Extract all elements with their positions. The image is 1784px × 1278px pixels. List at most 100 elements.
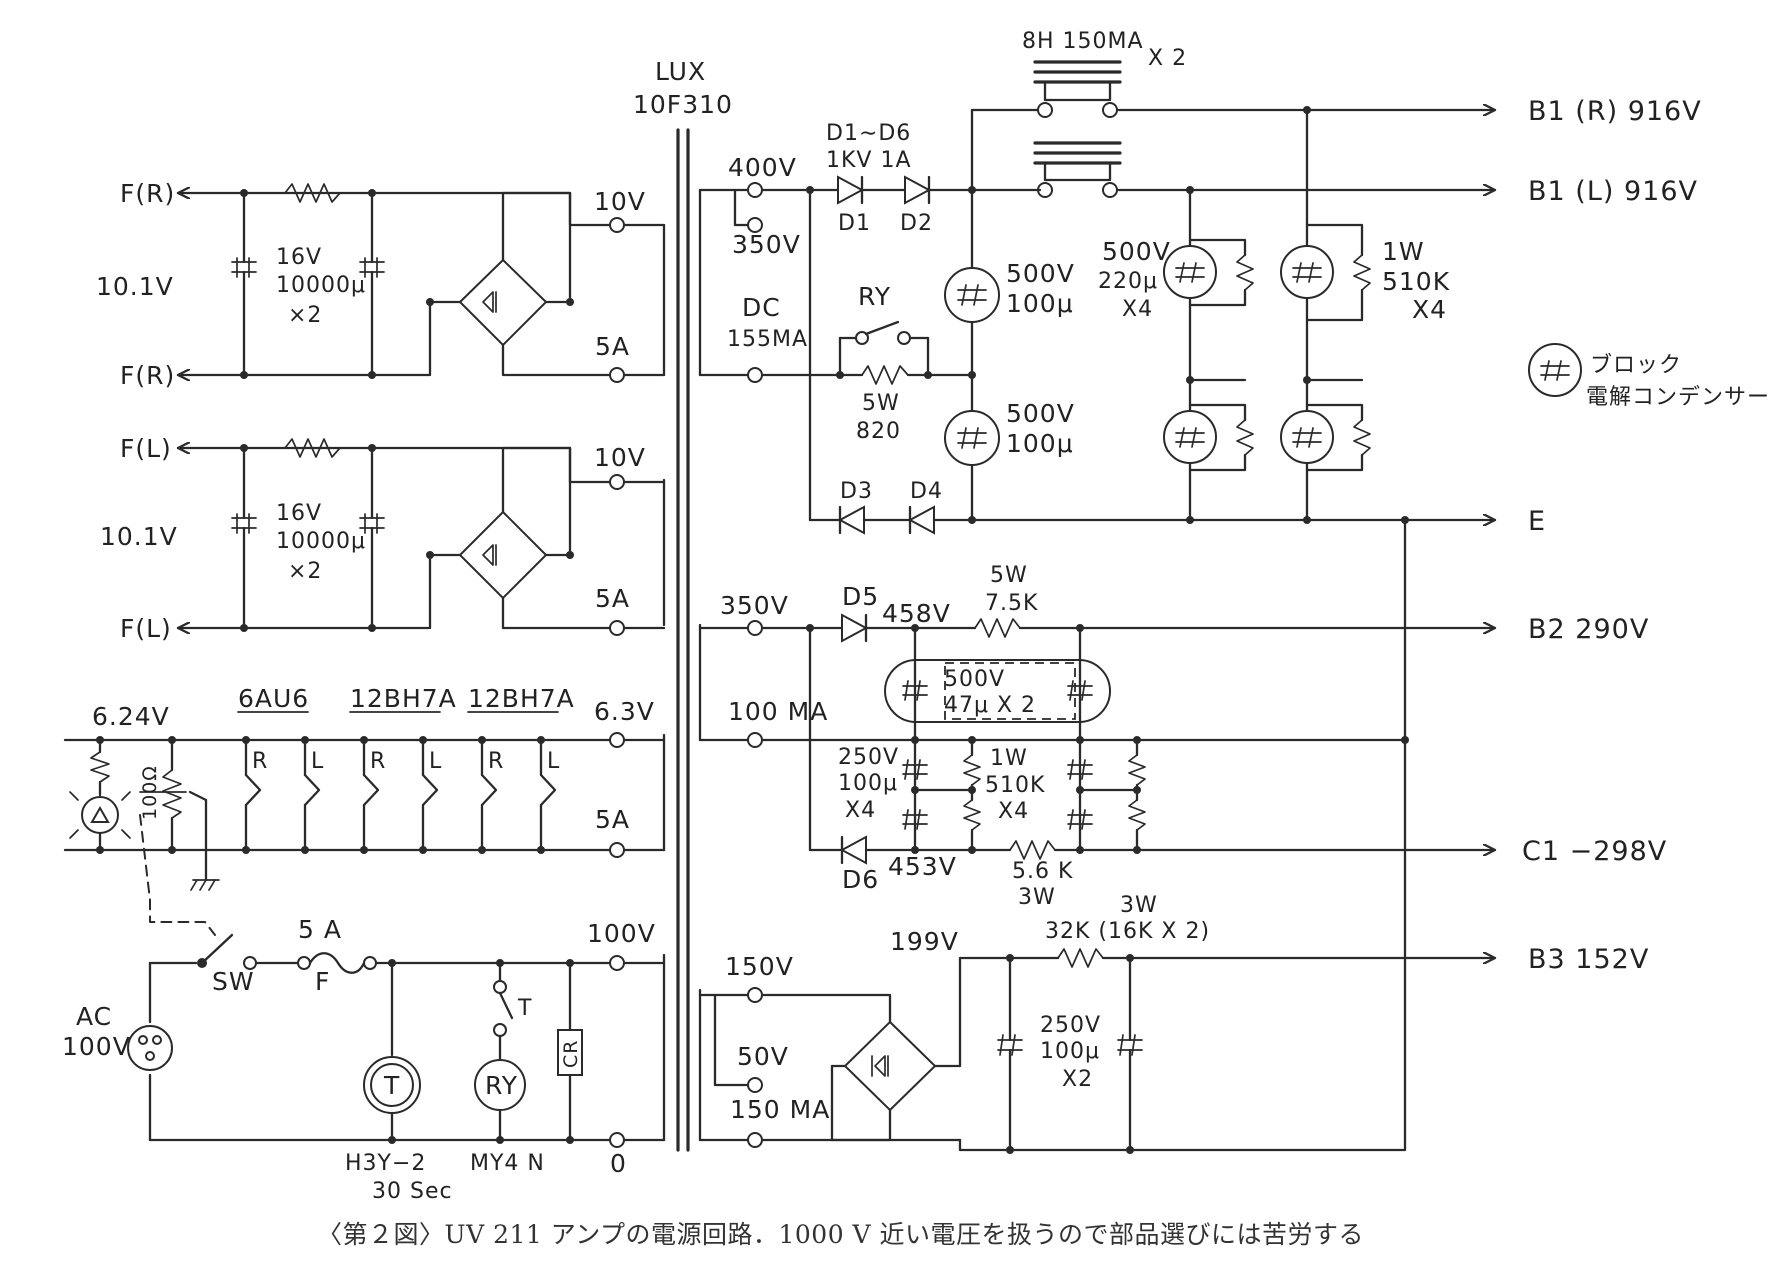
terminal-150ma [747, 1132, 763, 1148]
bleeder-power: 1W [1382, 237, 1425, 266]
b3-voltage: 199V [890, 927, 959, 956]
legend-line2: 電解コンデンサー [1586, 385, 1770, 410]
choke-label: 8H 150MA [1022, 29, 1144, 54]
b2-neg-voltage: 453V [888, 852, 957, 881]
b1-resistor-value: 820 [856, 419, 901, 444]
neg-cap-value: 100μ [838, 771, 898, 796]
d6-label: D6 [842, 865, 879, 894]
ac-input-label: AC [76, 1002, 112, 1031]
switch-label: SW [212, 967, 255, 996]
bridge-rectifier-r [458, 258, 548, 347]
heater-r-current: 5A [595, 332, 630, 361]
mains-primary: 100V 0 SW 5 A F AC 100V T H3Y−2 30 Sec [62, 814, 666, 1204]
b2-drop-value: 7.5K [985, 591, 1038, 616]
ch-r-3: R [488, 749, 504, 774]
timer-label: T [383, 1071, 400, 1100]
transformer-model: 10F310 [633, 90, 733, 119]
b1-r-output: B1 (R) 916V [1528, 96, 1702, 127]
relay-contact-b1 [864, 320, 900, 336]
choke-l [1033, 141, 1122, 182]
relay-model: MY4 N [470, 1151, 545, 1176]
b3-supply: 150V 50V 150 MA 199V 3W 32K (16K X 2) B3… [698, 893, 1649, 1154]
cap-pair-voltage: 500V [944, 667, 1005, 692]
ac-input-voltage: 100V [62, 1032, 131, 1061]
cap-pair-value: 47μ X 2 [944, 693, 1036, 718]
b3-tap-high: 150V [725, 952, 794, 981]
heater-r-cap-value: 10000μ [276, 273, 366, 298]
heater-l-cap-count: ×2 [288, 559, 322, 584]
heater-supply-l: 10V 5A F(L) F(L) 10.1V 16V 10000μ ×2 [100, 434, 666, 643]
heater-l-current: 5A [595, 584, 630, 613]
b2-current: 100 MA [728, 697, 828, 726]
diode-d6 [839, 835, 867, 865]
ch-l-3: L [547, 749, 560, 774]
terminal-5a-l [609, 620, 625, 636]
filter-lower-value: 100μ [1006, 429, 1074, 458]
legend-line1: ブロック [1590, 353, 1682, 378]
d1-label: D1 [838, 211, 871, 236]
b1-tap-low: 350V [732, 230, 801, 259]
block-capacitor-symbol [1528, 343, 1582, 397]
heater-r-voltage: 10.1V [96, 272, 174, 301]
neg-bleeder-value: 510K [985, 773, 1045, 798]
relay-label: RY [485, 1071, 518, 1100]
filter-upper-voltage: 500V [1006, 259, 1075, 288]
diode-rating: 1KV 1A [826, 148, 912, 173]
tube-heater-current: 5A [595, 805, 630, 834]
b1-supply: 400V 350V DC 155MA D1∼D6 1KV 1A D1 D2 RY [698, 29, 1702, 1142]
b2-pos-voltage: 458V [882, 599, 951, 628]
terminal-50v [747, 1077, 763, 1093]
heater-l-cap-value: 10000μ [276, 529, 366, 554]
heater-l-cap-voltage: 16V [276, 501, 322, 526]
terminal-400v [747, 182, 763, 198]
pot-value: 100Ω [139, 765, 161, 820]
choke-count: X 2 [1148, 46, 1187, 71]
diode-d4 [907, 505, 935, 535]
timer-delay: 30 Sec [372, 1179, 453, 1204]
ch-r-1: R [252, 749, 268, 774]
d5-label: D5 [842, 582, 879, 611]
block-cap-voltage: 500V [1102, 237, 1171, 266]
terminal-0v [609, 1132, 625, 1148]
tube-label-1: 6AU6 [238, 684, 309, 713]
heater-l-voltage: 10.1V [100, 522, 178, 551]
heater-r-out-pos: F(R) [120, 179, 175, 208]
tube-label-3: 12BH7A [468, 684, 575, 713]
b1-dc-label: DC [742, 293, 781, 322]
cr-label: CR [560, 1040, 582, 1068]
b1-l-output: B1 (L) 916V [1528, 176, 1698, 207]
e-output: E [1528, 506, 1546, 537]
bleeder-count: X4 [1412, 295, 1447, 324]
block-cap-r-lower [1280, 410, 1334, 464]
b3-drop-power: 3W [1120, 893, 1158, 918]
filter-cap-upper [944, 267, 1000, 323]
terminal-6v3 [609, 732, 625, 748]
b3-current: 150 MA [730, 1095, 830, 1124]
terminal-5a-r [609, 367, 625, 383]
terminal-350v-b2 [747, 620, 763, 636]
terminal-10v-r [609, 217, 625, 233]
timer-contact-label: T [517, 996, 532, 1021]
transformer-name: LUX [655, 57, 706, 86]
block-cap-value: 220μ [1098, 269, 1158, 294]
heater-r-ac-label: 10V [594, 187, 646, 216]
filter-upper-value: 100μ [1006, 289, 1074, 318]
b2-drop-power: 5W [990, 563, 1028, 588]
b2-tap: 350V [720, 591, 789, 620]
c1-output: C1 −298V [1522, 836, 1667, 867]
b2-output: B2 290V [1528, 614, 1649, 645]
primary-hi-label: 100V [587, 919, 656, 948]
cap-pair-47u [884, 659, 1111, 723]
block-cap-l-lower [1163, 410, 1217, 464]
diode-group-label: D1∼D6 [826, 121, 911, 146]
ch-r-2: R [370, 749, 386, 774]
neg-cap-voltage: 250V [838, 745, 899, 770]
b3-output: B3 152V [1528, 944, 1649, 975]
tube-heater-voltage: 6.24V [92, 702, 170, 731]
terminal-dc155ma [747, 367, 763, 383]
fuse-rating: 5 A [298, 915, 342, 944]
fuse [308, 952, 366, 974]
heater-supply-r: 10V 5A F(R) F(R) 10.1V 16V 1000 [96, 179, 666, 390]
b3-cap-value: 100μ [1040, 1039, 1100, 1064]
